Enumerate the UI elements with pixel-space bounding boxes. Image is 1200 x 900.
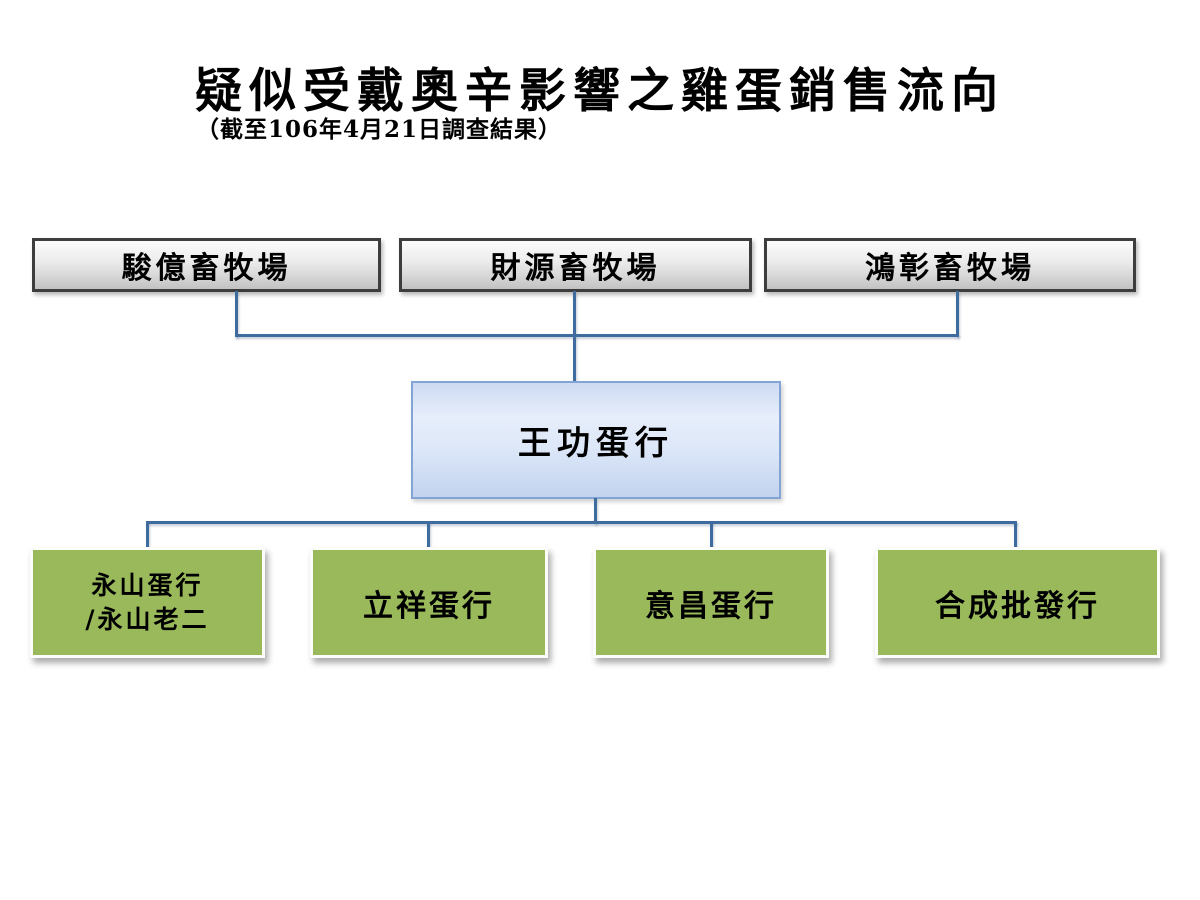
connector-distributor-down <box>594 498 597 524</box>
distributor-node-label: 王功蛋行 <box>518 423 674 462</box>
connector-farm1-down <box>235 291 238 337</box>
connector-retailer4-down <box>1014 521 1017 548</box>
page-title: 疑似受戴奧辛影響之雞蛋銷售流向 <box>195 64 1005 119</box>
farm-node-junyi: 駿億畜牧場 <box>32 238 381 292</box>
connector-top-bus <box>235 334 959 337</box>
page-subtitle: （截至106年4月21日調查結果） <box>196 116 563 143</box>
connector-farm3-down <box>956 291 959 337</box>
retailer-node-yichang: 意昌蛋行 <box>593 547 829 658</box>
retailer-node-label: 合成批發行 <box>935 588 1100 624</box>
connector-retailer1-down <box>146 521 149 548</box>
farm-node-label: 財源畜牧場 <box>490 251 661 286</box>
distributor-node-wanggong: 王功蛋行 <box>411 381 781 499</box>
retailer-node-lixiang: 立祥蛋行 <box>310 547 548 658</box>
connector-retailer2-down <box>427 521 430 548</box>
retailer-node-yongshan: 永山蛋行 /永山老二 <box>30 547 265 658</box>
connector-retailer3-down <box>710 521 713 548</box>
retailer-node-label: 立祥蛋行 <box>363 588 495 624</box>
retailer-node-label: 意昌蛋行 <box>645 588 777 624</box>
farm-node-label: 鴻彰畜牧場 <box>865 251 1035 286</box>
retailer-node-label-line2: /永山老二 <box>85 604 210 634</box>
farm-node-label: 駿億畜牧場 <box>121 251 292 286</box>
retailer-node-label: 永山蛋行 <box>91 570 204 600</box>
farm-node-hongzhang: 鴻彰畜牧場 <box>764 238 1136 292</box>
farm-node-caiyuan: 財源畜牧場 <box>399 238 752 292</box>
retailer-node-hecheng: 合成批發行 <box>875 547 1160 658</box>
connector-bottom-bus <box>146 521 1017 524</box>
